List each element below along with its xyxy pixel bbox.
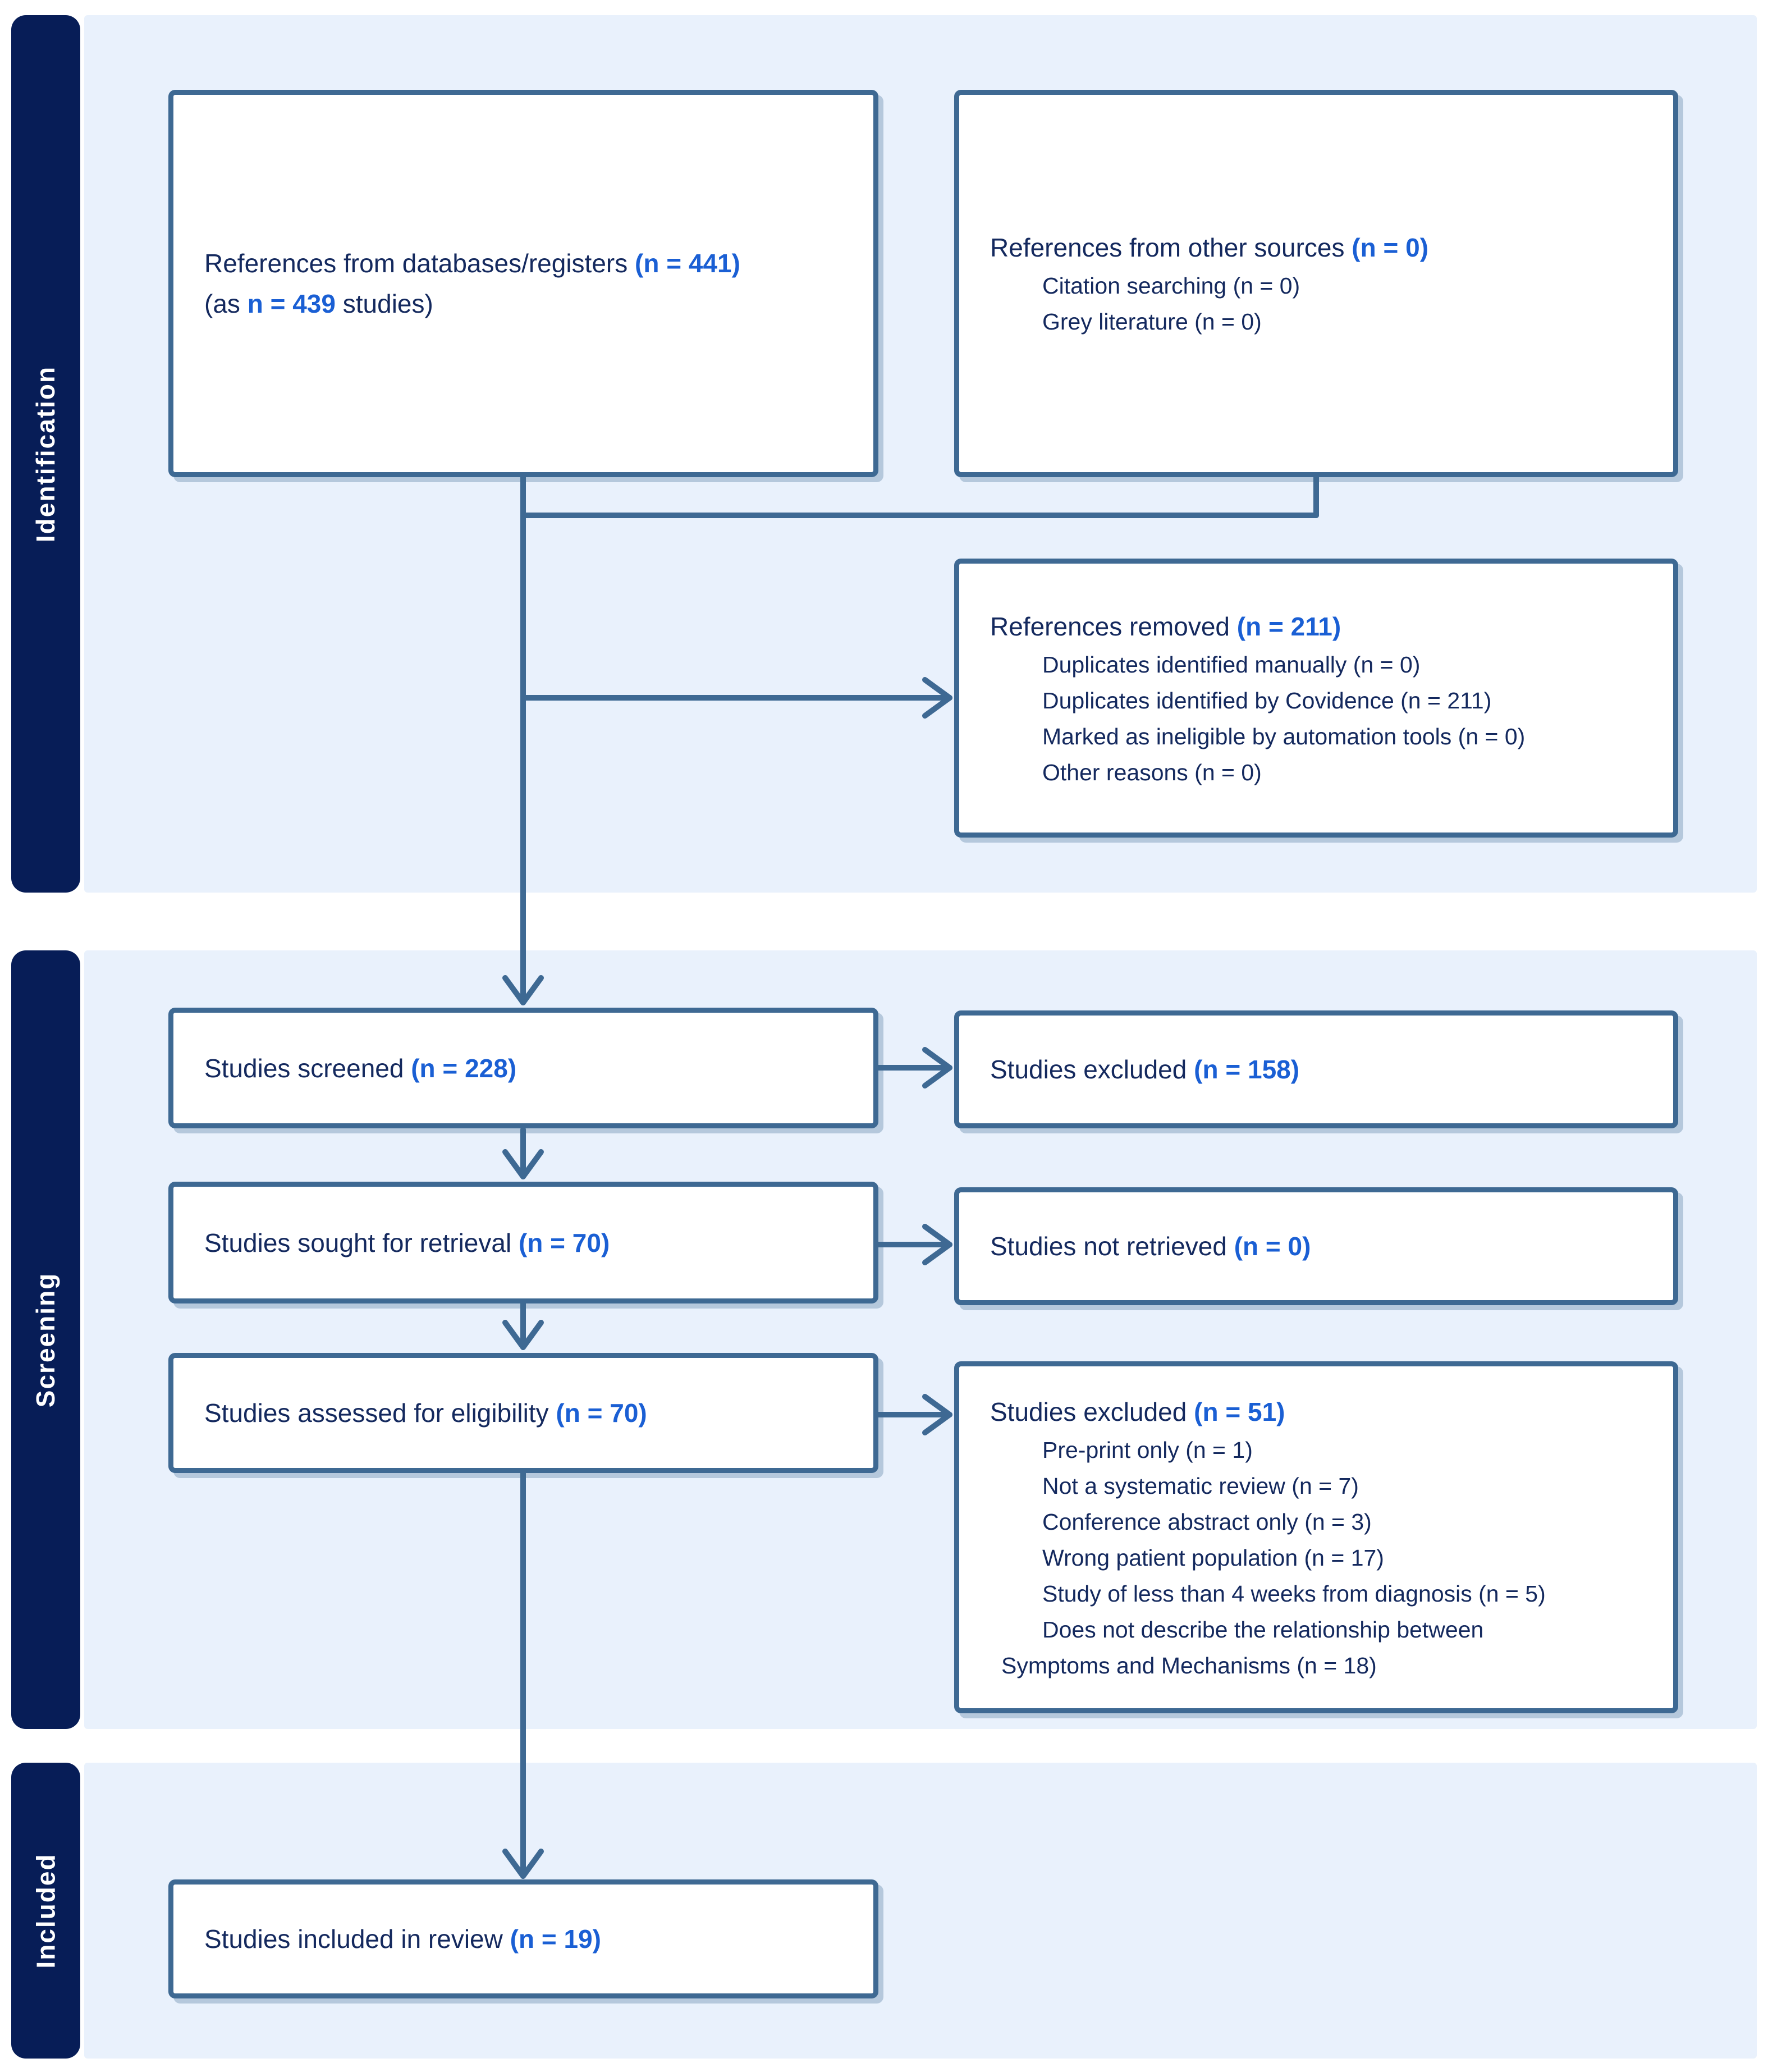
exclusion-reason: Does not describe the relationship betwe… bbox=[1042, 1616, 1484, 1643]
exclusion-reason: Wrong patient population (n = 17) bbox=[1042, 1544, 1384, 1571]
references-removed-text: References removed bbox=[990, 611, 1237, 641]
identification-section-sidebar: Identification bbox=[11, 15, 80, 893]
box-references-other-sources: References from other sources (n = 0) Ci… bbox=[954, 90, 1678, 477]
included-label: Included bbox=[31, 1853, 61, 1969]
references-other-title: References from other sources (n = 0) bbox=[959, 227, 1673, 268]
exclusion-reason-wrap: Symptoms and Mechanisms (n = 18) bbox=[1001, 1652, 1377, 1678]
screening-label: Screening bbox=[31, 1272, 61, 1407]
references-removed-item: Marked as ineligible by automation tools… bbox=[1042, 723, 1526, 749]
box-studies-sought: Studies sought for retrieval (n = 70) bbox=[168, 1182, 878, 1303]
identification-label: Identification bbox=[31, 365, 61, 542]
references-other-count: (n = 0) bbox=[1352, 233, 1429, 262]
exclusion-reason: Study of less than 4 weeks from diagnosi… bbox=[1042, 1580, 1546, 1607]
studies-excluded-screening-text: Studies excluded bbox=[990, 1055, 1194, 1084]
references-databases-studies-count: n = 439 bbox=[247, 289, 336, 318]
studies-included-text: Studies included in review bbox=[204, 1924, 510, 1954]
box-references-removed: References removed (n = 211) Duplicates … bbox=[954, 559, 1678, 838]
studies-assessed-count: (n = 70) bbox=[556, 1398, 647, 1428]
box-studies-not-retrieved: Studies not retrieved (n = 0) bbox=[954, 1187, 1678, 1305]
references-other-text: References from other sources bbox=[990, 233, 1352, 262]
references-other-item: Citation searching (n = 0) bbox=[1042, 273, 1300, 299]
references-databases-line1: References from databases/registers (n =… bbox=[173, 243, 873, 283]
studies-assessed-title: Studies assessed for eligibility (n = 70… bbox=[173, 1393, 873, 1433]
box-studies-screened: Studies screened (n = 228) bbox=[168, 1008, 878, 1128]
studies-assessed-text: Studies assessed for eligibility bbox=[204, 1398, 556, 1428]
references-databases-as-text: (as bbox=[204, 289, 248, 318]
references-removed-item: Other reasons (n = 0) bbox=[1042, 759, 1262, 785]
box-studies-excluded-screening: Studies excluded (n = 158) bbox=[954, 1010, 1678, 1128]
references-other-item: Grey literature (n = 0) bbox=[1042, 309, 1262, 335]
references-removed-item: Duplicates identified by Covidence (n = … bbox=[1042, 687, 1492, 713]
studies-screened-text: Studies screened bbox=[204, 1053, 411, 1083]
box-studies-included: Studies included in review (n = 19) bbox=[168, 1879, 878, 1998]
exclusion-reason: Not a systematic review (n = 7) bbox=[1042, 1472, 1359, 1499]
studies-not-retrieved-text: Studies not retrieved bbox=[990, 1232, 1234, 1261]
studies-excluded-screening-title: Studies excluded (n = 158) bbox=[959, 1049, 1673, 1090]
included-section-sidebar: Included bbox=[11, 1763, 80, 2059]
references-databases-line2: (as n = 439 studies) bbox=[173, 283, 873, 324]
box-references-databases: References from databases/registers (n =… bbox=[168, 90, 878, 477]
box-studies-assessed: Studies assessed for eligibility (n = 70… bbox=[168, 1353, 878, 1473]
references-databases-text: References from databases/registers bbox=[204, 249, 635, 278]
studies-sought-text: Studies sought for retrieval bbox=[204, 1228, 519, 1257]
references-databases-studies-text: studies) bbox=[335, 289, 433, 318]
studies-excluded-eligibility-title: Studies excluded (n = 51) bbox=[959, 1392, 1673, 1432]
studies-excluded-eligibility-count: (n = 51) bbox=[1194, 1397, 1285, 1426]
studies-not-retrieved-title: Studies not retrieved (n = 0) bbox=[959, 1226, 1673, 1266]
studies-sought-title: Studies sought for retrieval (n = 70) bbox=[173, 1223, 873, 1263]
references-databases-count: (n = 441) bbox=[635, 249, 740, 278]
studies-excluded-screening-count: (n = 158) bbox=[1194, 1055, 1300, 1084]
references-removed-title: References removed (n = 211) bbox=[959, 606, 1673, 647]
studies-sought-count: (n = 70) bbox=[518, 1228, 610, 1257]
studies-screened-title: Studies screened (n = 228) bbox=[173, 1048, 873, 1088]
box-studies-excluded-eligibility: Studies excluded (n = 51) Pre-print only… bbox=[954, 1361, 1678, 1713]
references-removed-count: (n = 211) bbox=[1236, 611, 1341, 641]
exclusion-reason: Conference abstract only (n = 3) bbox=[1042, 1508, 1372, 1535]
screening-section-sidebar: Screening bbox=[11, 950, 80, 1729]
studies-included-count: (n = 19) bbox=[510, 1924, 601, 1954]
studies-not-retrieved-count: (n = 0) bbox=[1234, 1232, 1311, 1261]
references-removed-item: Duplicates identified manually (n = 0) bbox=[1042, 651, 1421, 678]
studies-screened-count: (n = 228) bbox=[411, 1053, 517, 1083]
studies-included-title: Studies included in review (n = 19) bbox=[173, 1919, 873, 1959]
studies-excluded-eligibility-text: Studies excluded bbox=[990, 1397, 1194, 1426]
exclusion-reason: Pre-print only (n = 1) bbox=[1042, 1437, 1253, 1463]
